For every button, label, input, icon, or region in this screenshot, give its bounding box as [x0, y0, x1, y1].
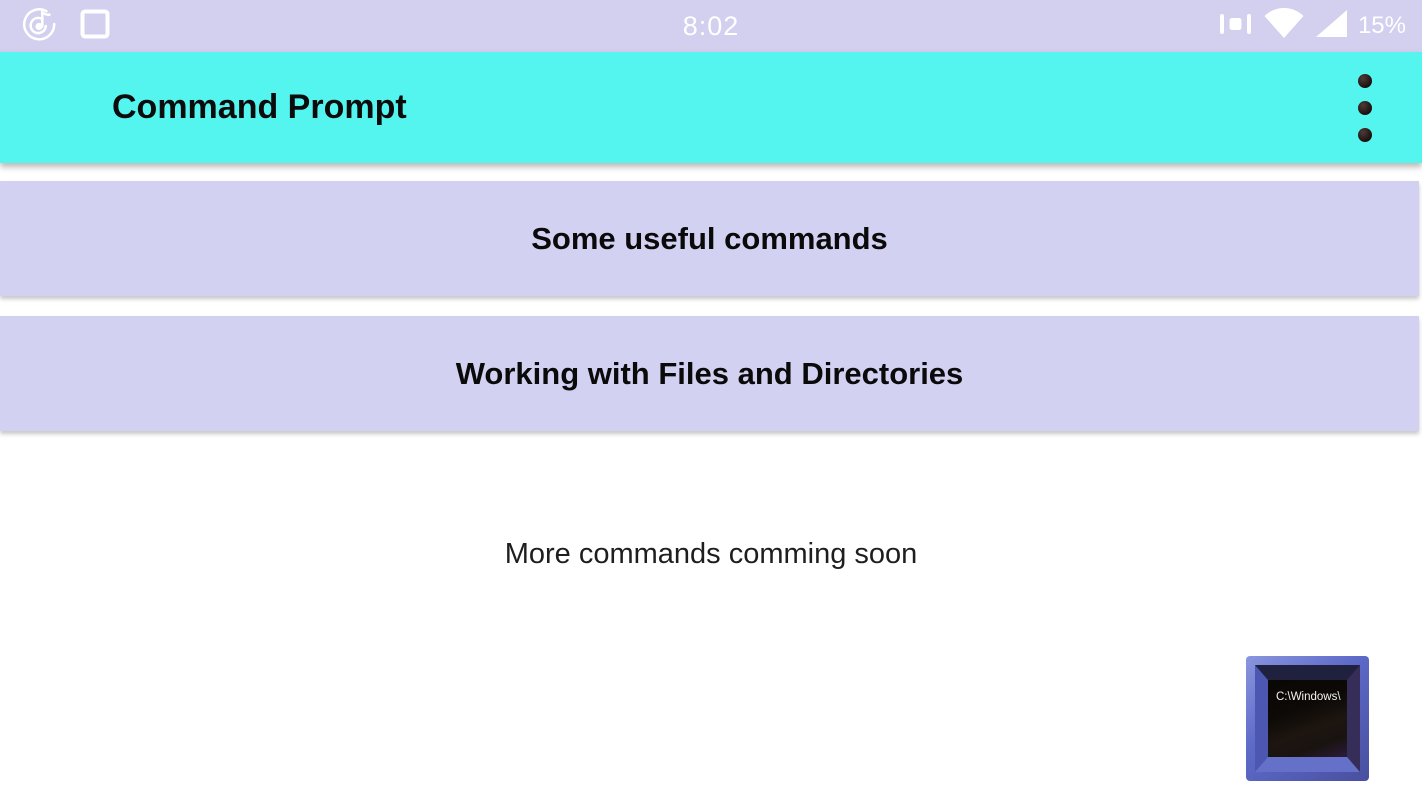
button-label: Working with Files and Directories — [455, 355, 964, 391]
music-player-icon — [22, 6, 58, 47]
button-label: Some useful commands — [531, 220, 888, 256]
overflow-menu-icon — [1358, 127, 1372, 142]
screenshot-icon — [80, 9, 110, 44]
status-bar-clock: 8:02 — [682, 10, 740, 41]
app-title: Command Prompt — [112, 88, 407, 126]
overflow-menu-icon — [1358, 73, 1372, 88]
coming-soon-text: More commands comming soon — [504, 538, 918, 570]
cellular-signal-icon — [1315, 10, 1347, 42]
command-prompt-screen-text: C:\Windows\ — [1276, 691, 1341, 703]
command-prompt-fab[interactable]: C:\Windows\ — [1246, 656, 1369, 781]
overflow-menu-icon — [1358, 100, 1372, 115]
status-bar-system-icons: 15% — [1219, 0, 1406, 52]
status-bar[interactable]: 8:02 15% — [0, 0, 1422, 52]
button-working-with-files-and-directories[interactable]: Working with Files and Directories — [0, 316, 1419, 431]
command-prompt-screen: C:\Windows\ — [1268, 680, 1347, 757]
vibrate-icon — [1219, 11, 1252, 42]
battery-percent: 15% — [1357, 12, 1406, 39]
app-bar: Command Prompt — [0, 52, 1422, 163]
status-bar-notification-icons — [22, 0, 110, 52]
command-prompt-icon: C:\Windows\ — [1255, 665, 1360, 772]
button-some-useful-commands[interactable]: Some useful commands — [0, 181, 1419, 296]
wifi-icon — [1263, 8, 1305, 44]
overflow-menu-button[interactable] — [1352, 68, 1378, 148]
